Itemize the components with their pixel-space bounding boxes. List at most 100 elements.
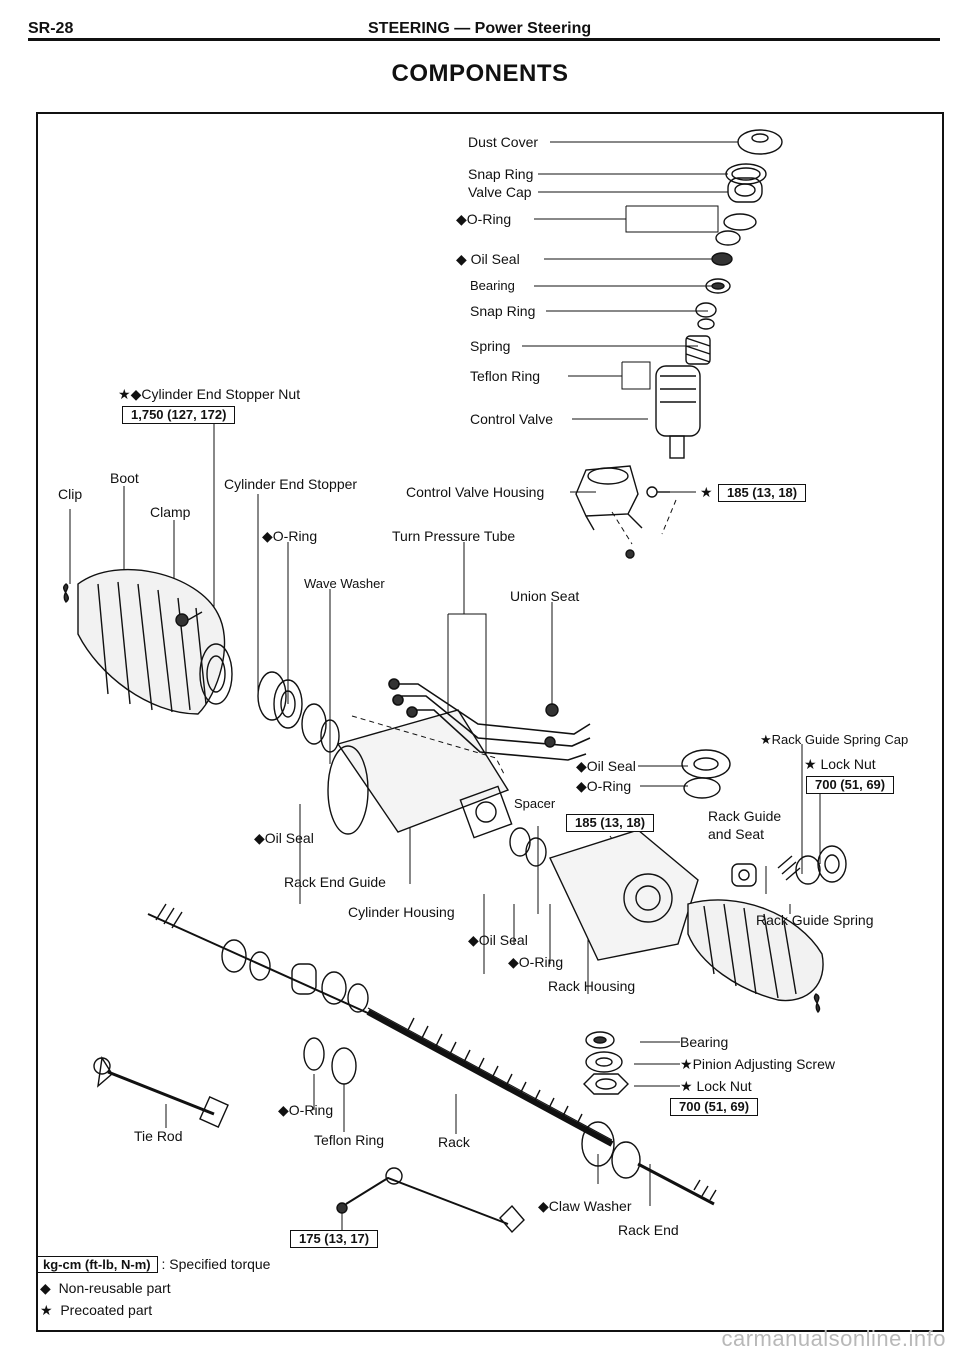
- control-valve-part: [655, 365, 701, 459]
- clip-part: [63, 583, 69, 603]
- legend-non-reusable: ◆ Non-reusable part: [40, 1280, 171, 1296]
- label-spring: Spring: [470, 338, 511, 354]
- label-control-valve-housing: Control Valve Housing: [406, 484, 545, 500]
- lock-nut-right-part: [795, 855, 821, 885]
- clamp-part: [175, 611, 203, 627]
- label-bearing-top: Bearing: [470, 278, 515, 293]
- bearing-low-part: [585, 1031, 615, 1049]
- control-valve-housing-bolt: [625, 486, 670, 559]
- non-reusable-marker: ◆: [40, 1280, 51, 1296]
- label-wave-washer: Wave Washer: [304, 576, 385, 591]
- label-oil-seal-mid: ◆Oil Seal: [576, 758, 636, 774]
- wave-washer-part: [301, 703, 340, 753]
- boot-part: [77, 568, 233, 715]
- label-oil-seal-left: ◆Oil Seal: [254, 830, 314, 846]
- non-reusable-marker: ◆: [576, 758, 587, 774]
- label-o-ring-bottom: ◆O-Ring: [278, 1102, 334, 1118]
- o-ring-mid-part: [683, 777, 721, 799]
- rack-housing-part: [549, 829, 699, 961]
- section-title: STEERING — Power Steering: [368, 20, 592, 37]
- label-snap-ring-top: Snap Ring: [468, 166, 534, 182]
- precoated-marker: ★: [804, 756, 817, 772]
- bearing-top-part: [705, 278, 731, 294]
- non-reusable-marker: ◆: [508, 954, 519, 970]
- torque-tie-rod-end: 175 (13, 17): [290, 1230, 379, 1248]
- label-claw-washer: ◆Claw Washer: [538, 1198, 632, 1214]
- label-tie-rod: Tie Rod: [134, 1128, 183, 1144]
- legend-unit-box: kg-cm (ft-lb, N-m): [36, 1256, 158, 1273]
- header-rule: [28, 38, 940, 41]
- o-ring-bottom-part: [303, 1037, 325, 1071]
- oil-seal-mid-part: [681, 749, 731, 779]
- non-reusable-marker: ◆: [456, 251, 467, 267]
- tie-rod-end-part: [336, 1167, 525, 1234]
- rack-guide-spring-cap-part: [817, 845, 847, 883]
- label-spacer: Spacer: [514, 796, 556, 811]
- label-oil-seal-low: ◆Oil Seal: [468, 932, 528, 948]
- label-pinion-adjusting-screw: ★Pinion Adjusting Screw: [680, 1056, 835, 1072]
- cylinder-end-stopper-part: [257, 671, 303, 729]
- rack-guide-part: [731, 863, 757, 887]
- label-o-ring-mid: ◆O-Ring: [576, 778, 632, 794]
- spacer-part: [509, 827, 547, 867]
- label-oil-seal-top: ◆ Oil Seal: [456, 251, 520, 267]
- non-reusable-marker: ◆: [576, 778, 587, 794]
- diagram-frame: Dust Cover Snap Ring Valve Cap ◆O-Ring ◆…: [36, 112, 944, 1332]
- turn-pressure-tube-part: [388, 678, 591, 761]
- dust-cover-part: [737, 129, 783, 155]
- label-o-ring-stopper: ◆O-Ring: [262, 528, 318, 544]
- rack-part: [366, 1007, 614, 1147]
- label-o-ring-top: ◆O-Ring: [456, 211, 512, 227]
- label-o-ring-low: ◆O-Ring: [508, 954, 564, 970]
- inner-tie-rod-part: [147, 903, 371, 1015]
- label-rack: Rack: [438, 1134, 470, 1150]
- precoated-marker: ★: [118, 386, 131, 402]
- pinion-adjusting-screw-part: [585, 1051, 623, 1073]
- cylinder-housing-part: [327, 709, 513, 839]
- oil-seal-top-part: [711, 252, 733, 266]
- rack-guide-spring-part: [777, 855, 801, 881]
- valve-cap-part: [727, 177, 763, 203]
- precoated-marker: ★: [700, 484, 713, 500]
- label-rack-end-guide: Rack End Guide: [284, 874, 386, 890]
- non-reusable-marker: ◆: [468, 932, 479, 948]
- label-and-seat: and Seat: [708, 826, 765, 842]
- teflon-ring-bottom-part: [331, 1047, 357, 1085]
- label-rack-guide: Rack Guide: [708, 808, 782, 824]
- non-reusable-marker: ◆: [538, 1198, 549, 1214]
- label-lock-nut-low: ★ Lock Nut: [680, 1078, 752, 1094]
- precoated-marker: ★: [680, 1078, 693, 1094]
- non-reusable-marker: ◆: [262, 528, 273, 544]
- legend-torque: kg-cm (ft-lb, N-m) : Specified torque: [36, 1256, 270, 1273]
- page-header: SR-28 STEERING — Power Steering: [28, 14, 940, 44]
- union-seat-part: [544, 703, 559, 748]
- non-reusable-marker: ◆: [456, 211, 467, 227]
- non-reusable-marker: ◆: [278, 1102, 289, 1118]
- precoated-marker: ★: [760, 732, 772, 747]
- torque-lock-nut-right: 700 (51, 69): [806, 776, 895, 794]
- torque-spacer: 185 (13, 18): [566, 814, 655, 832]
- label-teflon-ring-bottom: Teflon Ring: [314, 1132, 385, 1148]
- non-reusable-marker: ◆: [254, 830, 265, 846]
- label-control-valve: Control Valve: [470, 411, 554, 427]
- label-cylinder-end-stopper: Cylinder End Stopper: [224, 476, 358, 492]
- label-clamp: Clamp: [150, 504, 191, 520]
- claw-washer-part: [581, 1121, 615, 1167]
- label-bearing-low: Bearing: [680, 1034, 729, 1050]
- torque-lock-nut-low: 700 (51, 69): [670, 1098, 759, 1116]
- label-housing-bolt-torque: ★: [700, 484, 713, 500]
- dashed-assembly-lines: [351, 499, 677, 863]
- outer-tie-rod-part: [93, 1056, 229, 1128]
- label-clip: Clip: [58, 486, 83, 502]
- label-cylinder-housing: Cylinder Housing: [348, 904, 455, 920]
- label-rack-housing: Rack Housing: [548, 978, 636, 994]
- label-rack-guide-spring-cap: ★Rack Guide Spring Cap: [760, 732, 909, 747]
- label-valve-cap: Valve Cap: [468, 184, 532, 200]
- label-teflon-ring-top: Teflon Ring: [470, 368, 541, 384]
- control-valve-housing-part: [575, 465, 643, 531]
- precoated-marker: ★: [40, 1302, 53, 1318]
- precoated-marker: ★: [680, 1056, 693, 1072]
- leader-lines: [69, 141, 821, 1230]
- watermark: carmanualsonline.info: [721, 1326, 946, 1351]
- torque-control-valve-housing-bolt: 185 (13, 18): [718, 484, 807, 502]
